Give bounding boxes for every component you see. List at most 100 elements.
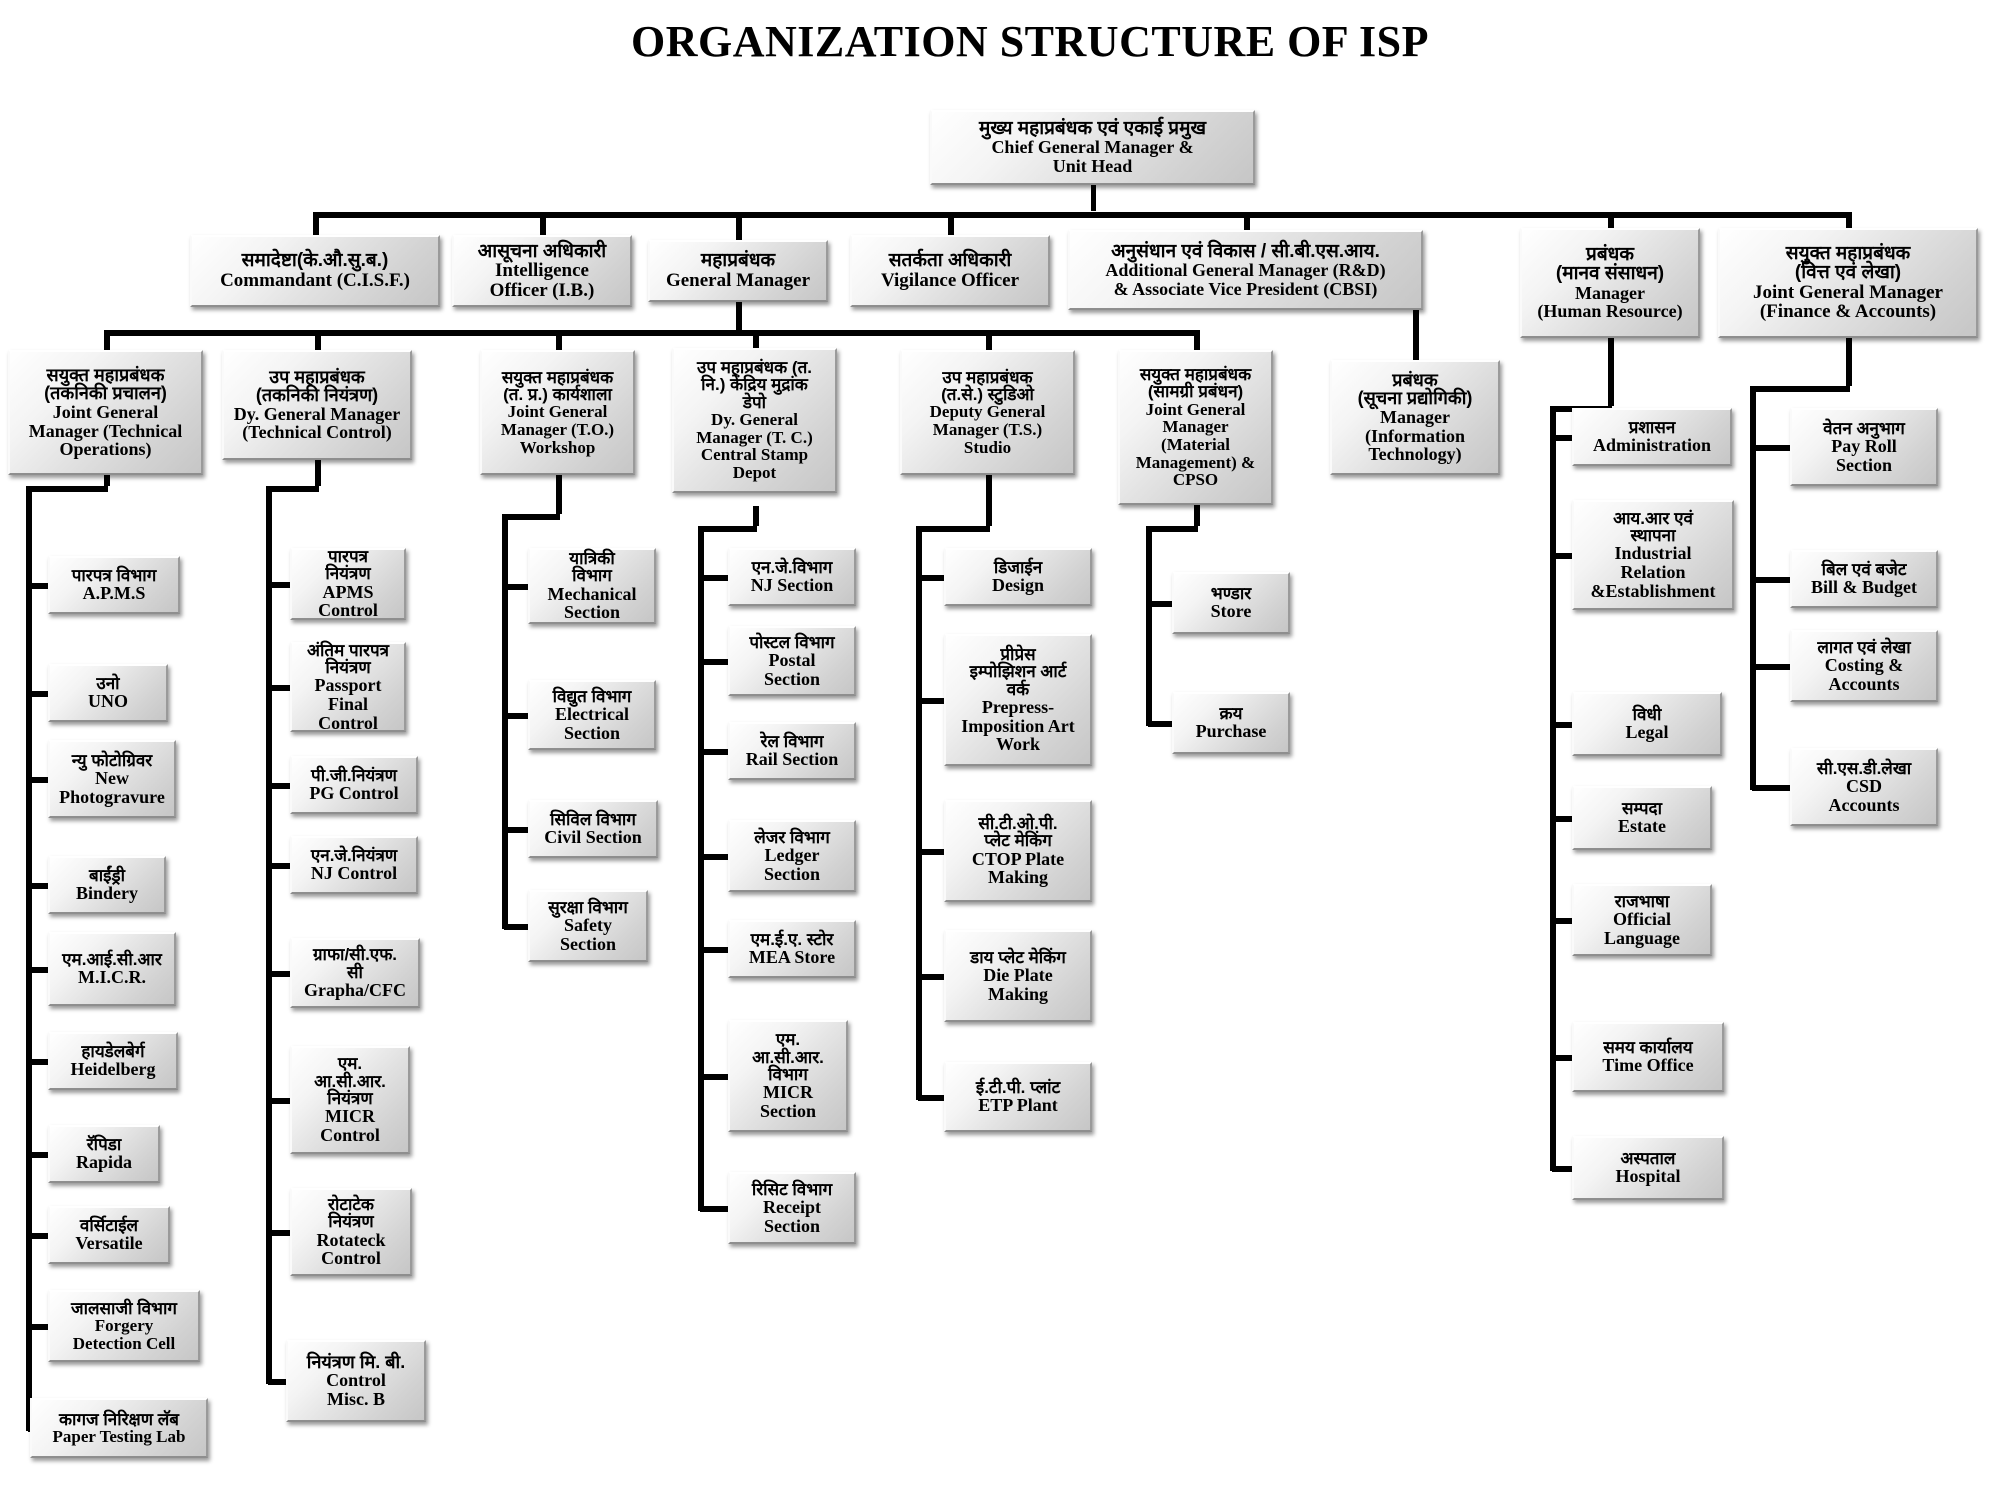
- node-label-hindi: पोस्टल विभाग: [749, 632, 835, 652]
- node-l3-joint-general-manager-t-o-workshop[interactable]: सयुक्त महाप्रबंधक(त. प्र.) कार्यशालाJoin…: [480, 350, 635, 475]
- connector-horizontal: [1146, 526, 1198, 532]
- connector-vertical: [1243, 212, 1250, 230]
- node-tech-ops-bindery[interactable]: बाईंड्रीBindery: [48, 856, 166, 914]
- node-label-hindi: लागत एवं लेखा: [1817, 637, 1911, 657]
- connector-vertical: [1846, 212, 1852, 228]
- node-label-english: UNO: [88, 691, 128, 712]
- node-label-hindi: उनो: [96, 673, 120, 693]
- node-l3-dy-general-manager-technical-control[interactable]: उप महाप्रबंधक(तकनिकी नियंत्रण)Dy. Genera…: [222, 350, 412, 460]
- node-l2-additional-general-manager-r-d[interactable]: अनुसंधान एवं विकास / सी.बी.एस.आय.Additio…: [1068, 230, 1423, 310]
- connector-horizontal: [1148, 721, 1175, 727]
- node-label-english: Hospital: [1615, 1166, 1681, 1187]
- node-finance-costing-accounts[interactable]: लागत एवं लेखाCosting &Accounts: [1790, 630, 1938, 702]
- connector-horizontal: [1148, 601, 1175, 607]
- connector-vertical: [698, 526, 704, 540]
- connector-vertical: [1090, 185, 1096, 211]
- node-tech-ctrl-grapha-cfc[interactable]: ग्राफा/सी.एफ.सीGrapha/CFC: [290, 938, 420, 1008]
- node-tech-ops-rapida[interactable]: रॅपिडाRapida: [48, 1125, 160, 1183]
- node-label-hindi: वर्सिटाईल: [79, 1215, 139, 1235]
- connector-vertical: [1750, 400, 1756, 790]
- node-l2-vigilance-officer[interactable]: सतर्कता अधिकारीVigilance Officer: [850, 235, 1050, 307]
- connector-vertical: [916, 526, 922, 540]
- node-l3-joint-general-manager-material-management-cpso[interactable]: सयुक्त महाप्रबंधक(सामग्री प्रबंधन)Joint …: [1118, 350, 1273, 505]
- node-l3-manager-information-technology[interactable]: प्रबंधक(सूचना प्रद्योगिकी)Manager(Inform…: [1330, 360, 1500, 475]
- page-title: ORGANIZATION STRUCTURE OF ISP: [630, 17, 1430, 66]
- connector-horizontal: [700, 947, 731, 953]
- node-l2-manager[interactable]: प्रबंधक(मानव संसाधन)Manager(Human Resour…: [1520, 228, 1700, 338]
- connector-horizontal: [28, 583, 51, 589]
- connector-vertical: [1750, 386, 1756, 400]
- connector-vertical: [1846, 338, 1852, 386]
- node-label-hindi: लेजर विभाग: [754, 827, 830, 847]
- node-label-hindi: बिल एवं बजेट: [1821, 559, 1907, 579]
- node-hr-estate[interactable]: सम्पदाEstate: [1572, 786, 1712, 850]
- connector-horizontal: [1552, 1055, 1575, 1061]
- node-hr-legal[interactable]: विधीLegal: [1572, 692, 1722, 756]
- node-label-english: Costing &Accounts: [1824, 654, 1904, 694]
- node-l2-commandant-c-i-s-f[interactable]: समादेष्टा(के.औ.सु.ब.)Commandant (C.I.S.F…: [190, 235, 440, 307]
- connector-vertical: [736, 212, 742, 240]
- node-label-english: Vigilance Officer: [880, 269, 1020, 291]
- node-label-english: Dy. General Manager(Technical Control): [233, 403, 401, 443]
- connector-vertical: [1608, 212, 1614, 228]
- node-l2-joint-general-manager[interactable]: सयुक्त महाप्रबंधक(वित्त एवं लेखा)Joint G…: [1718, 228, 1978, 338]
- node-tech-ops-uno[interactable]: उनोUNO: [48, 664, 168, 722]
- node-l3-joint-general-manager-technical-operations[interactable]: सयुक्त महाप्रबंधक(तकनिकी प्रचालन)Joint G…: [8, 350, 203, 475]
- node-label-hindi: सुरक्षा विभाग: [548, 897, 628, 917]
- node-label-hindi: एम.आई.सी.आर: [62, 949, 162, 969]
- connector-horizontal: [700, 854, 731, 860]
- node-label-english: Bill & Budget: [1810, 577, 1917, 598]
